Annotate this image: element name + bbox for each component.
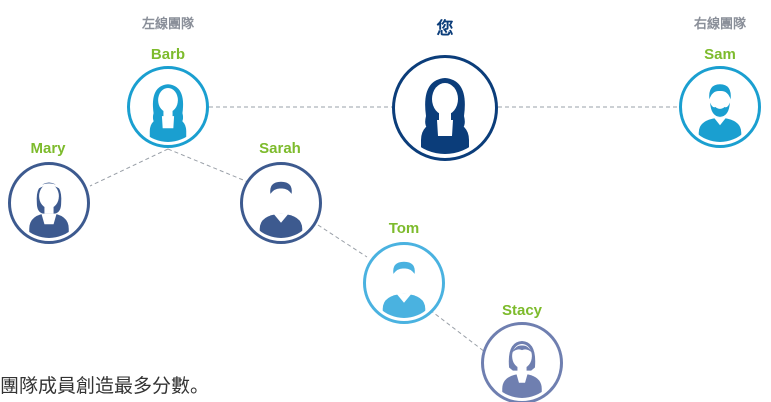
tom-avatar bbox=[363, 242, 445, 324]
barb-name: Barb bbox=[150, 46, 186, 63]
caption-text: 團隊成員創造最多分數。 bbox=[0, 375, 210, 397]
link-barb-sarah bbox=[167, 148, 249, 183]
mary-avatar bbox=[8, 162, 90, 244]
woman-bob-icon bbox=[502, 340, 542, 398]
link-barb-mary bbox=[89, 148, 169, 187]
bearded-man-icon bbox=[698, 84, 742, 142]
barb-avatar bbox=[127, 66, 209, 148]
tom-name: Tom bbox=[388, 220, 420, 237]
right-leg-label: 右線團隊 bbox=[693, 17, 747, 32]
link-sarah-tom bbox=[317, 224, 368, 258]
stacy-name: Stacy bbox=[501, 302, 543, 319]
man-short-hair-icon bbox=[259, 181, 303, 238]
you-label: 您 bbox=[436, 19, 454, 39]
man-short-hair-icon bbox=[382, 261, 426, 318]
sam-avatar bbox=[679, 66, 761, 148]
woman-headband-icon bbox=[29, 182, 69, 238]
left-leg-label: 左線團隊 bbox=[141, 17, 195, 32]
stacy-avatar bbox=[481, 322, 563, 402]
sarah-avatar bbox=[240, 162, 322, 244]
woman-long-hair-icon bbox=[421, 78, 469, 154]
sarah-name: Sarah bbox=[259, 140, 301, 157]
link-tom-stacy bbox=[429, 309, 486, 353]
mary-name: Mary bbox=[30, 140, 66, 157]
woman-long-hair-icon bbox=[149, 84, 187, 142]
you-avatar bbox=[392, 55, 498, 161]
sam-name: Sam bbox=[704, 46, 736, 63]
